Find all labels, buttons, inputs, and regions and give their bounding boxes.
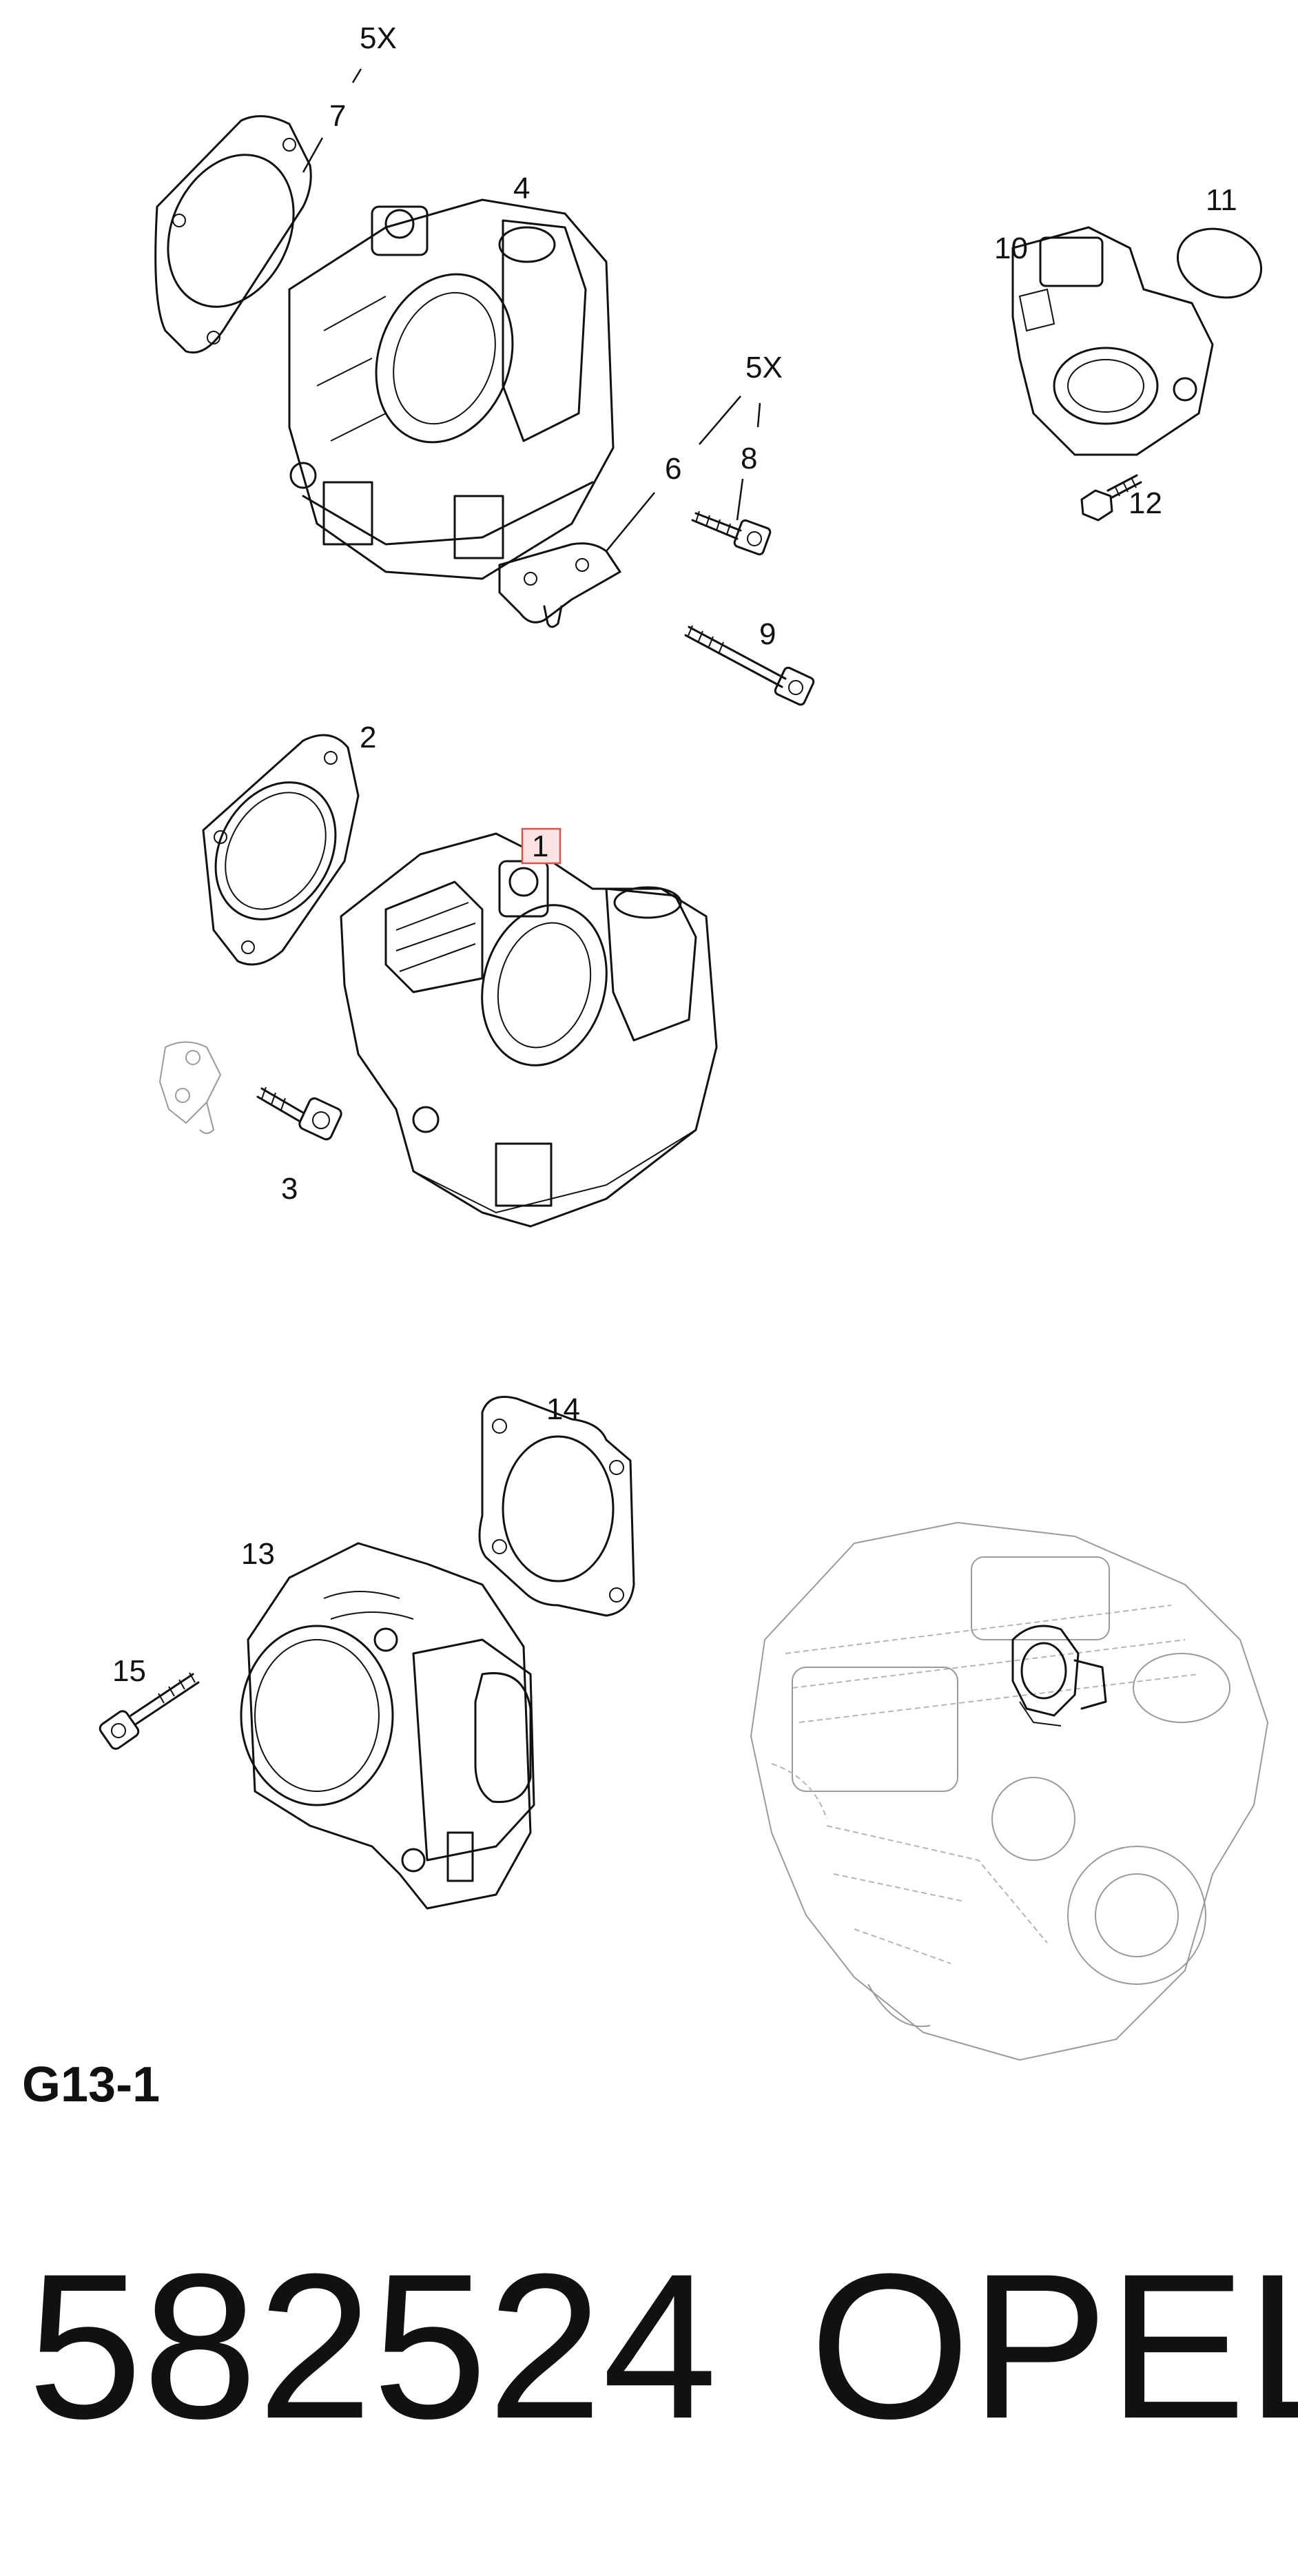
throttle-body-13: [240, 1542, 535, 1910]
callout-13: 13: [241, 1537, 275, 1571]
callout-11: 11: [1206, 183, 1237, 217]
bolt-3: [256, 1086, 342, 1141]
leader-lines: [302, 68, 761, 552]
o-ring-11: [1176, 227, 1263, 299]
callout-10: 10: [994, 231, 1028, 265]
throttle-body-1: [340, 832, 718, 1228]
callout-8: 8: [741, 442, 757, 475]
callout-5x-mid: 5X: [745, 351, 783, 384]
gasket-2: [202, 734, 360, 966]
callout-7: 7: [329, 99, 346, 133]
callout-15: 15: [112, 1654, 146, 1688]
throttle-body-10: [1011, 226, 1214, 456]
callout-9: 9: [759, 617, 776, 651]
bolt-12: [1080, 474, 1142, 522]
engine-location-highlight: [1011, 1625, 1107, 1727]
callout-2: 2: [360, 721, 376, 754]
brand-name: OPEL: [810, 2230, 1298, 2462]
gasket-14: [478, 1396, 635, 1617]
callout-12: 12: [1129, 486, 1162, 520]
callout-1: 1: [532, 830, 548, 863]
part-number: 582524: [28, 2230, 718, 2462]
callout-1-highlight: [521, 827, 562, 865]
bracket-ghost: [158, 1041, 222, 1134]
callout-14: 14: [546, 1392, 580, 1426]
callout-5x-top: 5X: [360, 21, 397, 55]
bolt-8: [691, 511, 772, 556]
throttle-body-4: [288, 198, 615, 580]
callout-3: 3: [281, 1172, 298, 1206]
engine-location-view: [750, 1521, 1269, 2061]
diagram-code: G13-1: [22, 2057, 161, 2112]
bolt-15: [99, 1672, 200, 1750]
bolt-9: [684, 625, 815, 706]
bracket-6: [498, 542, 621, 628]
callout-6: 6: [665, 452, 681, 486]
gasket-7: [154, 115, 312, 354]
callout-labels: 5X 7 4 5X 6 8 9 10 11 12 2 1 3 14 13 15: [112, 21, 1237, 1688]
callout-4: 4: [513, 172, 530, 205]
